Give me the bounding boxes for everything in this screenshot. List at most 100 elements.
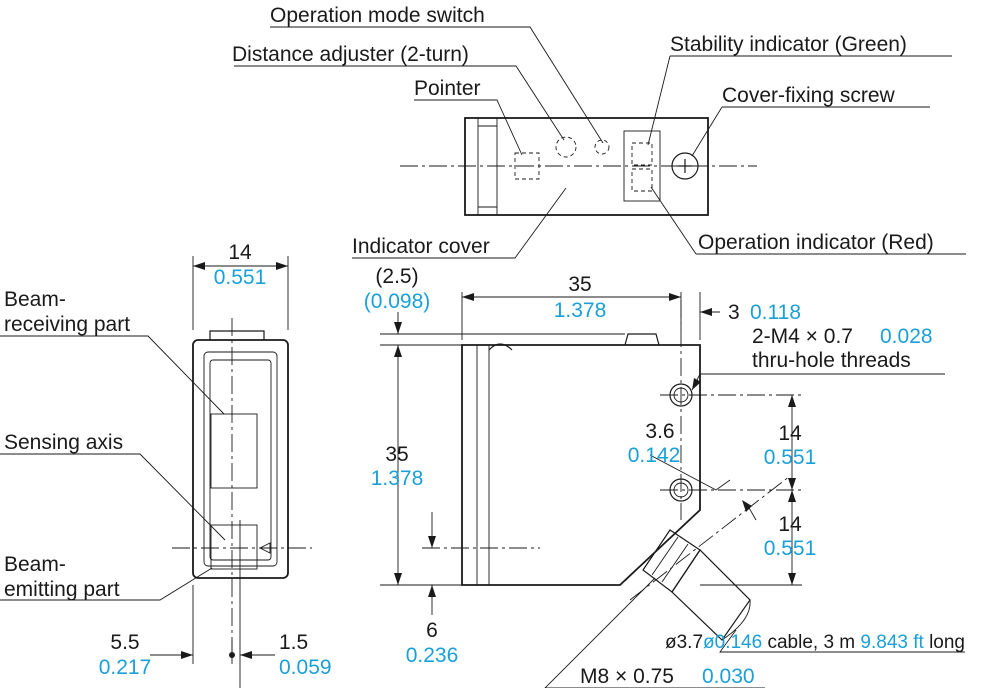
- dim-axis-right-in: 0.059: [279, 656, 332, 679]
- label-beam-emitting-2: emitting part: [4, 578, 120, 601]
- cable-centerline: [629, 475, 791, 601]
- mode-switch-dial: [594, 139, 610, 155]
- dim-hole-offset-mm: 3.6: [645, 420, 674, 443]
- dim-cable-spec: ø3.7ø0.146 cable, 3 m 9.843 ft long: [665, 632, 965, 653]
- front-view-top-bump: [209, 330, 265, 340]
- arrowhead: [181, 651, 193, 659]
- leader-operation-mode-switch: [270, 26, 604, 144]
- leader-stability-indicator: [647, 55, 952, 146]
- label-indicator-cover: Indicator cover: [352, 235, 490, 258]
- dim-connector-mm: M8 × 0.75: [580, 665, 674, 688]
- dim-hole-offset-in: 0.142: [628, 444, 681, 467]
- labels: Operation mode switch Distance adjuster …: [4, 4, 934, 601]
- dim-axis-bottom-mm: 6: [426, 619, 438, 642]
- dim-edge-offset-mm: 3: [728, 301, 740, 324]
- label-sensing-axis: Sensing axis: [4, 431, 123, 454]
- dim-height-side-mm: 35: [385, 443, 408, 466]
- stability-indicator-led: [631, 142, 653, 166]
- indicator-window: [623, 130, 661, 202]
- leader-beam-emitting: [0, 567, 213, 601]
- dimension-dot: [229, 652, 235, 658]
- label-distance-adjuster: Distance adjuster (2-turn): [232, 43, 469, 66]
- side-view-hinge: [488, 343, 513, 351]
- side-view: [422, 300, 802, 641]
- dim-length-side-in: 1.378: [554, 299, 607, 322]
- dim-width-front-in: 0.551: [214, 266, 267, 289]
- dim-hole-spec-note: thru-hole threads: [752, 349, 911, 372]
- dim-hole-spec-in: 0.028: [880, 325, 933, 348]
- leader-thru-hole: [691, 373, 945, 391]
- dim-height-side-in: 1.378: [371, 467, 424, 490]
- arrowhead: [428, 536, 436, 548]
- arrowhead: [240, 651, 252, 659]
- screw-slot-icon: [678, 159, 692, 173]
- leader-pointer: [414, 99, 523, 156]
- beam-emitting-window: [210, 524, 258, 570]
- dim-offset-top-in: (0.098): [364, 290, 431, 313]
- label-operation-indicator: Operation indicator (Red): [698, 231, 934, 254]
- front-view-lens-frame: [209, 359, 272, 561]
- dim-axis-left-mm: 5.5: [110, 631, 139, 654]
- dim-length-side-mm: 35: [568, 273, 591, 296]
- dim-axis-left-in: 0.217: [99, 656, 152, 679]
- label-beam-receiving-2: receiving part: [4, 313, 130, 336]
- arrowhead: [428, 585, 436, 597]
- leader-indicator-cover: [352, 187, 567, 259]
- dim-hole-pitch-2-in: 0.551: [764, 537, 817, 560]
- label-cover-fixing-screw: Cover-fixing screw: [722, 84, 896, 107]
- cable-length-mm: cable, 3 m: [762, 632, 860, 653]
- dim-connector-in: 0.030: [702, 665, 755, 688]
- distance-adjuster-dial: [555, 136, 577, 158]
- dim-axis-bottom-in: 0.236: [406, 644, 459, 667]
- label-pointer: Pointer: [414, 77, 481, 100]
- top-view-slots: [478, 125, 497, 208]
- cable-end: [721, 599, 751, 641]
- side-view-top-bump: [624, 333, 660, 346]
- arrowhead: [742, 500, 752, 512]
- arrowhead: [692, 378, 701, 390]
- leader-cable: [719, 629, 965, 653]
- label-beam-emitting-1: Beam-: [4, 553, 66, 576]
- cable-long: long: [924, 632, 965, 653]
- dim-width-front-mm: 14: [228, 241, 252, 264]
- leader-cover-fixing-screw: [691, 106, 930, 157]
- front-view: [172, 318, 312, 688]
- cover-fixing-screw-head: [671, 152, 699, 180]
- leader-beam-receiving: [0, 335, 225, 415]
- beam-receiving-window: [210, 413, 258, 489]
- top-view: [400, 117, 757, 216]
- dim-edge-offset-in: 0.118: [750, 301, 801, 324]
- front-bottom-dimension: [150, 585, 275, 664]
- dim-hole-spec-mm: 2-M4 × 0.7: [752, 325, 853, 348]
- front-view-body: [192, 339, 289, 579]
- top-view-leaders: [234, 26, 966, 259]
- front-width-dimension: [192, 256, 289, 330]
- pointer-mark: [514, 152, 540, 180]
- dimension-values: 14 0.551 (2.5) (0.098) 35 1.378 3 0.118 …: [99, 241, 965, 688]
- cable-length-ft: 9.843 ft: [860, 632, 924, 653]
- side-view-dimensions: [380, 292, 965, 688]
- arrowhead: [394, 322, 402, 334]
- front-view-leaders: [0, 335, 226, 601]
- connector-thread: [651, 536, 689, 583]
- leader-connector: [544, 577, 765, 688]
- dim-offset-top-mm: (2.5): [375, 265, 418, 288]
- hole-offset-leader: [649, 454, 731, 491]
- label-stability-indicator: Stability indicator (Green): [670, 33, 907, 56]
- leader-sensing-axis: [0, 453, 226, 541]
- label-operation-mode-switch: Operation mode switch: [270, 4, 485, 27]
- dim-hole-pitch-1-in: 0.551: [764, 446, 817, 469]
- arrowhead: [700, 308, 712, 316]
- leader-distance-adjuster: [234, 65, 565, 141]
- dim-hole-pitch-2-mm: 14: [778, 513, 802, 536]
- m8-connector: [642, 529, 751, 641]
- cable-dia-in: ø0.146: [703, 632, 762, 653]
- top-view-body: [464, 117, 709, 216]
- cable-dia-mm: ø3.7: [665, 632, 703, 653]
- dim-axis-right-mm: 1.5: [279, 631, 308, 654]
- sensing-axis-marker: [258, 542, 271, 554]
- operation-indicator-led: [631, 168, 653, 192]
- front-view-inner-frame: [203, 351, 278, 567]
- label-beam-receiving-1: Beam-: [4, 288, 66, 311]
